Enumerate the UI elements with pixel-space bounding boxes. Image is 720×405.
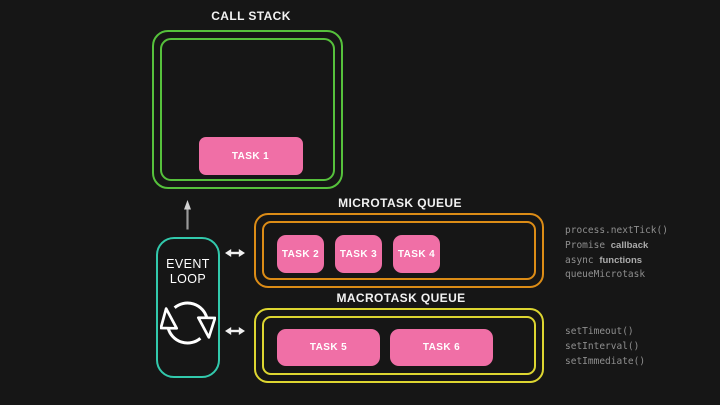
- annotation-line: process.nextTick(): [565, 225, 668, 236]
- call-stack-box: TASK 1: [152, 30, 343, 189]
- annotation-line: setImmediate(): [565, 355, 646, 367]
- task-box: TASK 6: [390, 329, 493, 366]
- microtask-queue-inner-border: [262, 221, 536, 280]
- annotation-line: Promise callback: [565, 239, 649, 251]
- task-box: TASK 1: [198, 137, 303, 175]
- task-box: TASK 3: [335, 235, 382, 273]
- macrotask-queue-box: TASK 5 TASK 6: [254, 308, 544, 383]
- macrotask-queue-inner-border: [262, 316, 536, 375]
- microtask-queue-tasks: TASK 2 TASK 3 TASK 4: [277, 235, 440, 273]
- event-loop-box: EVENT LOOP: [156, 237, 220, 378]
- arrow-bidirectional-microtask-icon: [225, 249, 245, 257]
- macrotask-queue-tasks: TASK 5 TASK 6: [277, 329, 493, 366]
- microtask-annotations: process.nextTick() Promise callback async …: [565, 224, 668, 283]
- task-box: TASK 4: [393, 235, 440, 273]
- annotation-line: async functions: [565, 254, 643, 266]
- event-loop-label: EVENT LOOP: [166, 257, 210, 286]
- arrow-up-icon: [184, 200, 191, 230]
- call-stack-inner-border: [160, 38, 335, 181]
- macrotask-annotations: setTimeout() setInterval() setImmediate(): [565, 325, 645, 369]
- microtask-queue-box: TASK 2 TASK 3 TASK 4: [254, 213, 544, 288]
- task-box: TASK 2: [277, 235, 324, 273]
- annotation-line: queueMicrotask: [565, 269, 646, 281]
- annotation-line: setTimeout(): [565, 326, 634, 337]
- annotation-line: setInterval(): [565, 340, 640, 352]
- refresh-cycle-icon: [160, 301, 216, 345]
- microtask-queue-title: MICROTASK QUEUE: [338, 196, 462, 210]
- task-box: TASK 5: [277, 329, 380, 366]
- call-stack-title: CALL STACK: [211, 9, 291, 23]
- macrotask-queue-title: MACROTASK QUEUE: [336, 291, 466, 305]
- arrow-bidirectional-macrotask-icon: [225, 327, 245, 335]
